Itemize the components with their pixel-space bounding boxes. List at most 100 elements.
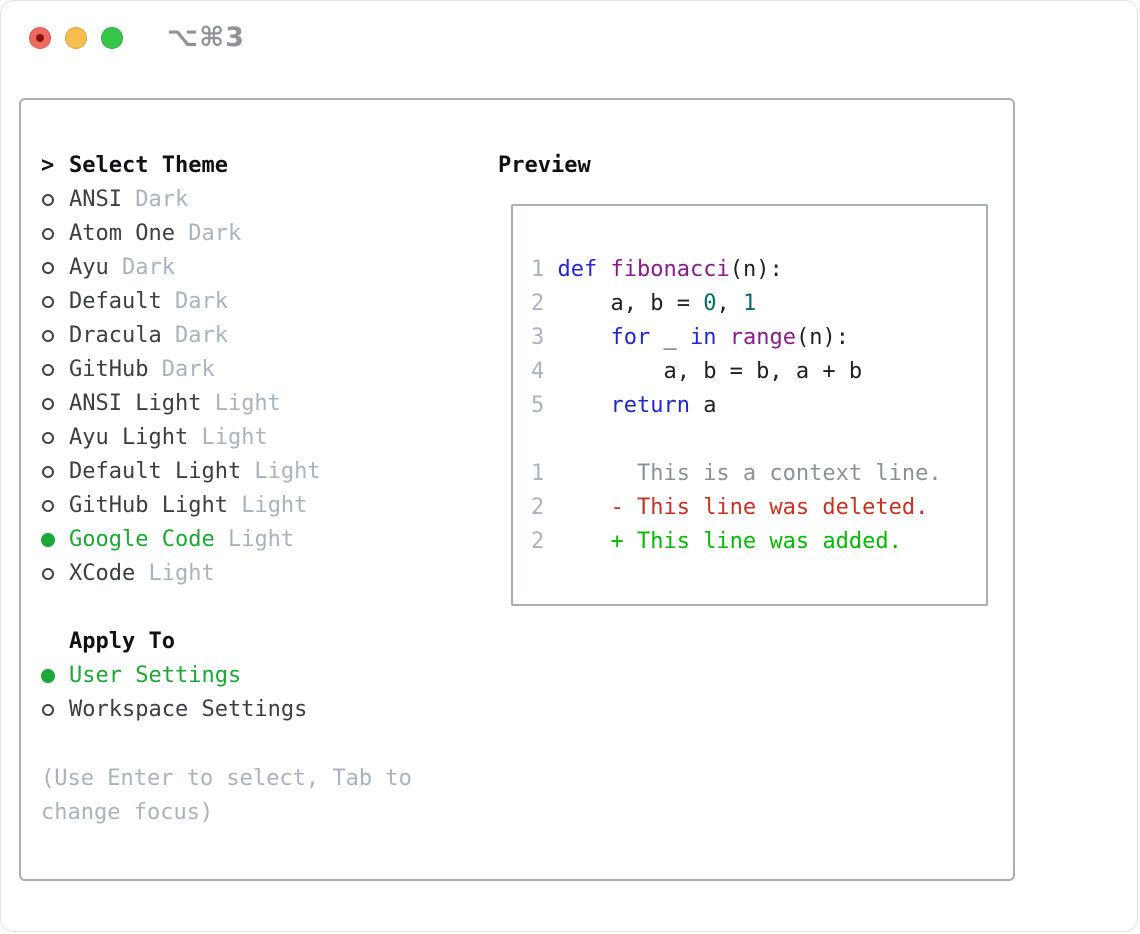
filled-circle-icon — [41, 533, 55, 547]
code-token: a — [689, 393, 717, 418]
theme-option-ansi-light[interactable]: ANSI Light Light — [41, 387, 321, 421]
line-number: 3 — [531, 325, 545, 350]
diff-preview-block: 1 This is a context line.2 - This line w… — [531, 457, 986, 559]
theme-variant: Light — [227, 493, 308, 518]
theme-name: Default — [69, 289, 162, 314]
theme-option-atom-one[interactable]: Atom One Dark — [41, 217, 321, 251]
theme-name: XCode — [69, 561, 136, 586]
theme-name: ANSI — [69, 187, 122, 212]
radio-icon — [41, 704, 69, 716]
code-token: (n): — [795, 325, 849, 350]
theme-option-default-light[interactable]: Default Light Light — [41, 455, 321, 489]
line-number: 2 — [531, 529, 545, 554]
theme-name: Atom One — [69, 221, 175, 246]
theme-variant: Light — [241, 459, 321, 484]
code-token: _ — [650, 325, 690, 350]
theme-option-ansi[interactable]: ANSI Dark — [41, 183, 321, 217]
preview-blank-line — [531, 423, 986, 457]
window-titlebar: ⌥⌘3 — [1, 1, 1137, 76]
theme-name: Google Code — [69, 527, 215, 552]
code-token: 1 — [742, 291, 757, 316]
code-token: 0 — [703, 291, 717, 316]
radio-icon — [41, 296, 69, 308]
theme-option-google-code[interactable]: Google Code Light — [41, 523, 321, 557]
apply-to-title: Apply To — [69, 629, 175, 654]
selected-radio-icon — [41, 533, 69, 547]
list-spacer — [41, 591, 321, 625]
apply-option-workspace-settings[interactable]: Workspace Settings — [41, 693, 321, 727]
code-token: a, b = — [544, 291, 704, 316]
diff-text: + This line was added. — [544, 529, 902, 554]
code-line: 3 for _ in range(n): — [531, 321, 986, 355]
circle-outline-icon — [42, 330, 54, 342]
theme-name: Ayu Light — [69, 425, 189, 450]
diff-text: This is a context line. — [544, 461, 942, 486]
theme-option-github-light[interactable]: GitHub Light Light — [41, 489, 321, 523]
code-line: 1 def fibonacci(n): — [531, 253, 986, 287]
theme-option-ayu-light[interactable]: Ayu Light Light — [41, 421, 321, 455]
line-number: 4 — [531, 359, 545, 384]
cursor-char: > — [41, 153, 55, 178]
code-token — [544, 257, 557, 282]
theme-option-default[interactable]: Default Dark — [41, 285, 321, 319]
selected-radio-icon — [41, 669, 69, 683]
line-number: 1 — [531, 257, 545, 282]
apply-option-label: User Settings — [69, 663, 242, 688]
code-token: def — [557, 257, 598, 282]
radio-icon — [41, 568, 69, 580]
radio-icon — [41, 466, 69, 478]
code-token — [544, 393, 610, 418]
theme-list-title: Select Theme — [69, 153, 228, 178]
circle-outline-icon — [42, 432, 54, 444]
theme-option-dracula[interactable]: Dracula Dark — [41, 319, 321, 353]
apply-option-label: Workspace Settings — [69, 697, 308, 722]
line-number: 1 — [531, 461, 545, 486]
theme-option-xcode[interactable]: XCode Light — [41, 557, 321, 591]
diff-line-context: 1 This is a context line. — [531, 457, 986, 491]
keyboard-shortcut-label: ⌥⌘3 — [167, 22, 245, 53]
theme-option-github[interactable]: GitHub Dark — [41, 353, 321, 387]
theme-name: ANSI Light — [69, 391, 202, 416]
zoom-button[interactable] — [101, 27, 123, 49]
code-token: (n): — [729, 257, 783, 282]
apply-option-user-settings[interactable]: User Settings — [41, 659, 321, 693]
close-button[interactable] — [29, 27, 51, 49]
radio-icon — [41, 194, 69, 206]
circle-outline-icon — [42, 262, 54, 274]
minimize-button[interactable] — [65, 27, 87, 49]
diff-line-deleted: 2 - This line was deleted. — [531, 491, 986, 525]
radio-icon — [41, 262, 69, 274]
theme-option-ayu[interactable]: Ayu Dark — [41, 251, 321, 285]
theme-name: Dracula — [69, 323, 162, 348]
theme-variant: Dark — [161, 289, 228, 314]
theme-variant: Dark — [121, 187, 189, 212]
circle-outline-icon — [42, 466, 54, 478]
theme-name: Ayu — [69, 255, 109, 280]
theme-variant: Dark — [148, 357, 215, 382]
radio-icon — [41, 228, 69, 240]
circle-outline-icon — [42, 194, 54, 206]
code-token — [716, 325, 729, 350]
diff-line-added: 2 + This line was added. — [531, 525, 986, 559]
theme-variant: Dark — [174, 221, 242, 246]
cursor-indicator: > — [41, 149, 69, 183]
theme-variant: Light — [135, 561, 215, 586]
radio-icon — [41, 432, 69, 444]
theme-name: GitHub — [69, 357, 149, 382]
circle-outline-icon — [42, 228, 54, 240]
filled-circle-icon — [41, 669, 55, 683]
line-number: 2 — [531, 495, 545, 520]
circle-outline-icon — [42, 500, 54, 512]
theme-variant: Light — [214, 527, 295, 552]
radio-icon — [41, 364, 69, 376]
line-number: 5 — [531, 393, 545, 418]
code-line: 4 a, b = b, a + b — [531, 355, 986, 389]
apply-to-header: Apply To — [41, 625, 321, 659]
code-token: range — [729, 325, 796, 350]
code-token — [597, 257, 610, 282]
radio-icon — [41, 398, 69, 410]
diff-text: - This line was deleted. — [544, 495, 929, 520]
